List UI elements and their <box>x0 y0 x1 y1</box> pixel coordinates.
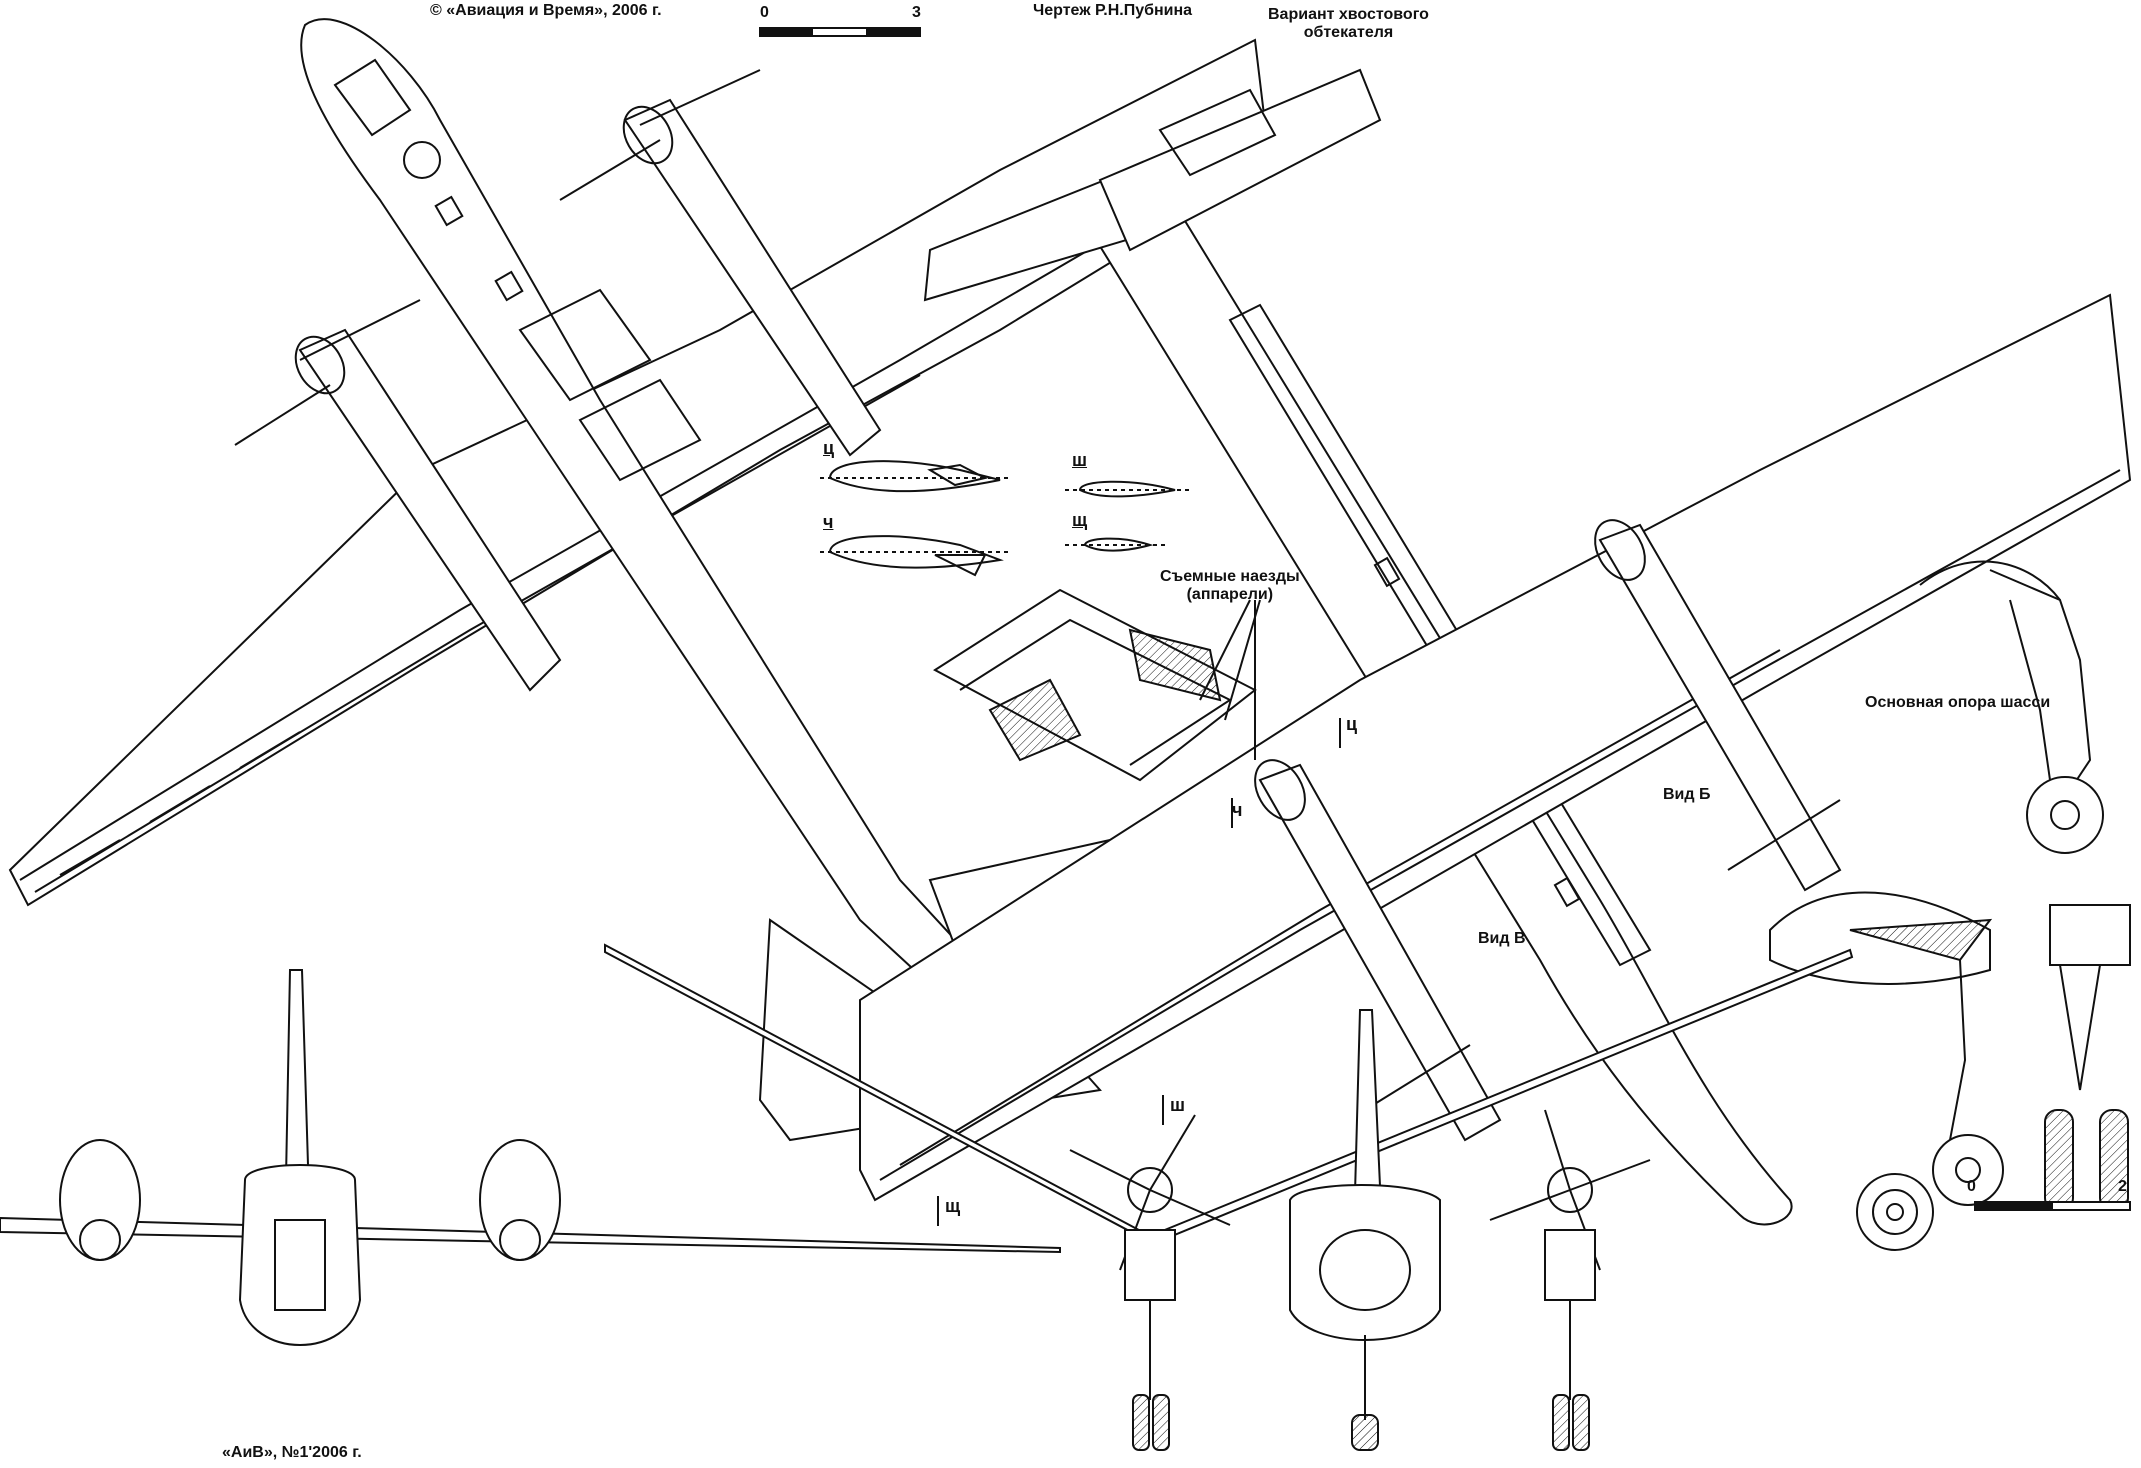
ramps-line2: (аппарели) <box>1186 586 1274 603</box>
front-view <box>604 943 1854 1451</box>
author-credit: Чертеж Р.Н.Пубнина <box>1033 2 1193 19</box>
copyright-label: © «Авиация и Время», 2006 г. <box>430 2 662 19</box>
tail-variant-label: Вариант хвостового обтекателя <box>1268 6 1429 42</box>
scale-right-end: 2 <box>2118 1178 2127 1195</box>
airfoil-sections <box>820 460 1190 577</box>
rear-view <box>0 969 1061 1346</box>
scale-bar-top <box>759 27 921 37</box>
main-gear-label: Основная опора шасси <box>1865 694 2051 711</box>
section-sh-label: ш <box>1072 450 1088 470</box>
section-shch-label: щ <box>1072 510 1088 530</box>
scale-right-start: 0 <box>1967 1178 1976 1195</box>
cut-sh-label: ш <box>1170 1095 1186 1115</box>
main-gear-detail <box>1769 560 2131 1251</box>
tail-variant-line1: Вариант хвостового <box>1268 6 1429 23</box>
scale-top-end: 3 <box>912 4 921 21</box>
scale-top-start: 0 <box>760 4 769 21</box>
section-ch-label: ч <box>823 512 834 532</box>
view-v-label: Вид В <box>1478 930 1526 947</box>
cut-ch-label: ч <box>1232 800 1243 820</box>
section-markers <box>937 718 1341 1226</box>
plan-view-bottom <box>859 68 2132 1226</box>
issue-label: «АиВ», №1'2006 г. <box>222 1444 362 1461</box>
ramps-callout: Съемные наезды (аппарели) <box>1160 568 1300 604</box>
ramps-line1: Съемные наезды <box>1160 568 1300 585</box>
cut-ts-label: ц <box>1346 714 1358 734</box>
ramps-detail <box>933 588 1261 782</box>
cut-shch-label: щ <box>945 1196 961 1216</box>
view-b-label: Вид Б <box>1663 786 1711 803</box>
tail-variant-line2: обтекателя <box>1303 24 1394 41</box>
scale-bar-right <box>1974 1201 2131 1211</box>
section-ts-label: ц <box>823 438 835 458</box>
